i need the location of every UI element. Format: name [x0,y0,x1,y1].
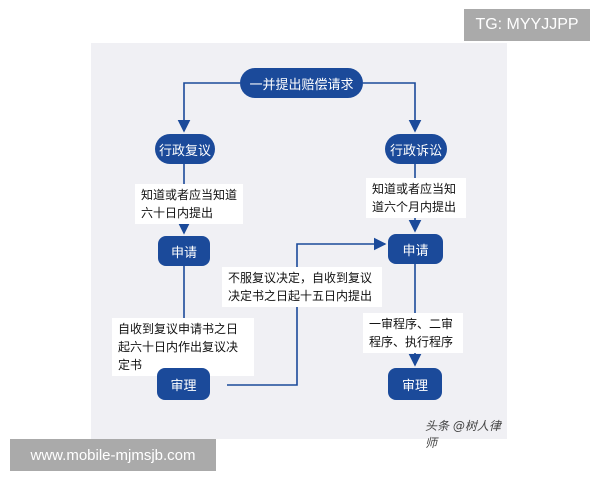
node-hearing-review: 审理 [157,368,210,400]
note-cross-appeal: 不服复议决定，自收到复议决定书之日起十五日内提出 [222,267,382,307]
note-litigation-deadline: 知道或者应当知道六个月内提出 [366,178,466,218]
source-watermark: 头条 @树人律师 [425,419,501,450]
tg-label: TG: MYYJJPP [464,9,590,41]
node-apply-review: 申请 [158,236,210,266]
node-compensation-request: 一并提出赔偿请求 [240,68,363,98]
flowchart-panel: 一并提出赔偿请求 行政复议 行政诉讼 知道或者应当知道六十日内提出 知道或者应当… [91,43,507,450]
connector-top-to-litigation [363,82,422,133]
node-hearing-litigation: 审理 [388,368,442,400]
connector-review-left-to-apply-right [227,237,387,386]
url-label: www.mobile-mjmsjb.com [10,439,216,471]
note-review-decision: 自收到复议申请书之日起六十日内作出复议决定书 [112,318,254,376]
flowchart-connectors [177,82,422,386]
node-apply-litigation: 申请 [388,234,443,264]
note-review-deadline: 知道或者应当知道六十日内提出 [135,184,243,224]
note-litigation-procedure: 一审程序、二审程序、执行程序 [363,313,463,353]
node-administrative-litigation: 行政诉讼 [385,134,447,164]
node-administrative-review: 行政复议 [155,134,215,164]
connector-top-to-review [177,82,240,133]
